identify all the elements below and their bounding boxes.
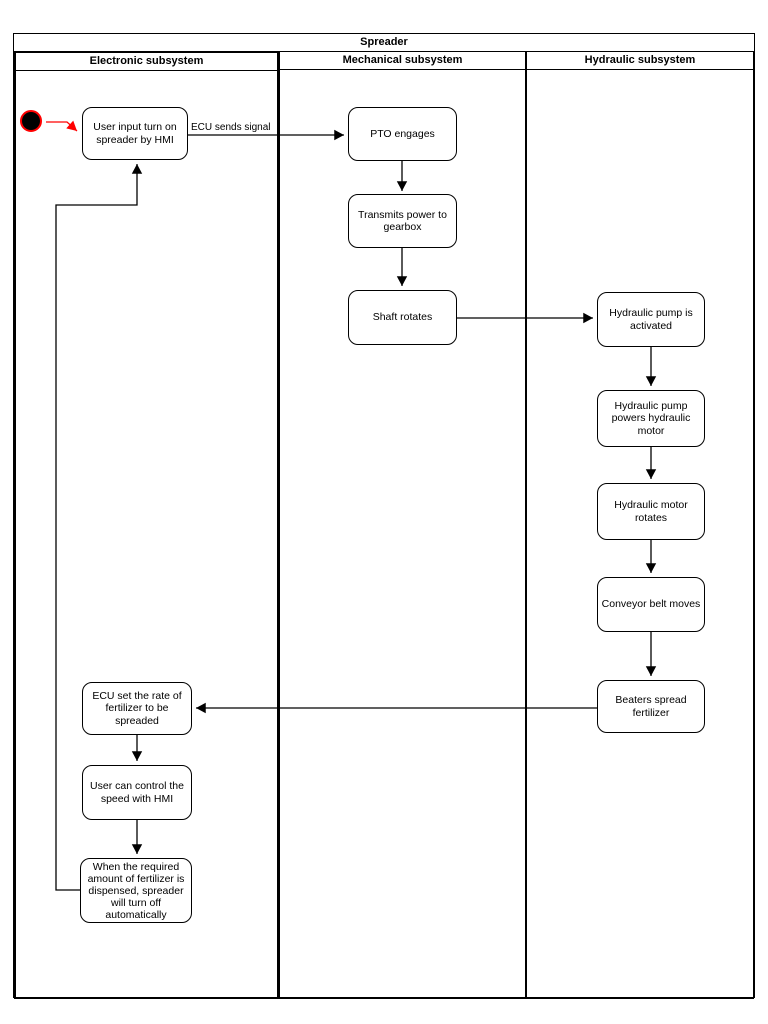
lane-hydraulic-subsystem: Hydraulic subsystem — [526, 51, 754, 999]
node-hydraulic-pump-activated: Hydraulic pump is activated — [597, 292, 705, 347]
node-pump-powers-motor: Hydraulic pump powers hydraulic motor — [597, 390, 705, 447]
node-user-input-hmi: User input turn on spreader by HMI — [82, 107, 188, 160]
node-pto-engages: PTO engages — [348, 107, 457, 161]
lane-electronic-subsystem: Electronic subsystem — [14, 51, 279, 999]
start-node — [20, 110, 42, 132]
lane-header-electronic: Electronic subsystem — [16, 53, 277, 71]
pool-spreader: Spreader Electronic subsystem Mechanical… — [13, 33, 755, 999]
node-ecu-set-rate: ECU set the rate of fertilizer to be spr… — [82, 682, 192, 735]
lane-mechanical-subsystem: Mechanical subsystem — [279, 51, 526, 999]
node-transmits-power-gearbox: Transmits power to gearbox — [348, 194, 457, 248]
node-auto-turn-off: When the required amount of fertilizer i… — [80, 858, 192, 923]
edge-label-ecu-sends-signal: ECU sends signal — [190, 122, 272, 134]
node-shaft-rotates: Shaft rotates — [348, 290, 457, 345]
pool-title: Spreader — [14, 34, 754, 52]
node-beaters-spread-fertilizer: Beaters spread fertilizer — [597, 680, 705, 733]
lane-header-hydraulic: Hydraulic subsystem — [527, 52, 753, 70]
node-conveyor-belt-moves: Conveyor belt moves — [597, 577, 705, 632]
node-user-control-speed: User can control the speed with HMI — [82, 765, 192, 820]
lane-header-mechanical: Mechanical subsystem — [280, 52, 525, 70]
node-hydraulic-motor-rotates: Hydraulic motor rotates — [597, 483, 705, 540]
